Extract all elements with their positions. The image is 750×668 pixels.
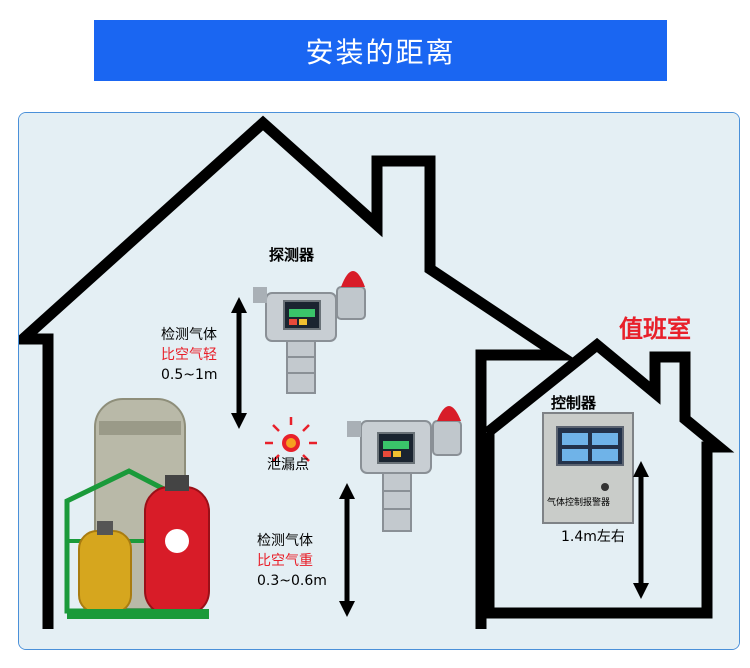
leak-point-icon — [265, 417, 317, 462]
main-house-outline — [19, 115, 578, 629]
house-scene — [19, 113, 739, 649]
leak-point-label: 泄漏点 — [267, 457, 309, 473]
detector-upper — [253, 271, 366, 394]
cylinder-logo — [165, 529, 189, 553]
light-gas-line2: 比空气轻 — [161, 347, 217, 363]
duty-room-label: 值班室 — [619, 315, 691, 343]
yellow-cylinder — [78, 530, 132, 614]
light-gas-arrow — [231, 297, 247, 429]
heavy-gas-arrow — [339, 483, 355, 617]
light-gas-range: 0.5~1m — [161, 367, 218, 383]
duty-room-outline — [483, 337, 735, 619]
controller-label: 控制器 — [551, 394, 597, 412]
controller-height-label: 1.4m左右 — [561, 529, 625, 545]
heavy-gas-line2: 比空气重 — [257, 553, 313, 569]
controller-height-arrow — [633, 461, 649, 599]
illustration-panel: 探测器 检测气体 比空气轻 0.5~1m 泄漏点 检测气体 比空气重 0.3~0… — [18, 112, 740, 650]
gas-tanks — [64, 398, 210, 619]
detector-label: 探测器 — [269, 246, 315, 264]
controller-panel-text: 气体控制报警器 — [547, 498, 611, 508]
light-gas-line1: 检测气体 — [161, 327, 217, 343]
heavy-gas-line1: 检测气体 — [257, 533, 313, 549]
heavy-gas-range: 0.3~0.6m — [257, 573, 327, 589]
detector-lower — [347, 406, 462, 532]
title-banner: 安装的距离 — [94, 20, 667, 81]
controller-box — [542, 412, 634, 524]
banner-title: 安装的距离 — [305, 35, 456, 69]
